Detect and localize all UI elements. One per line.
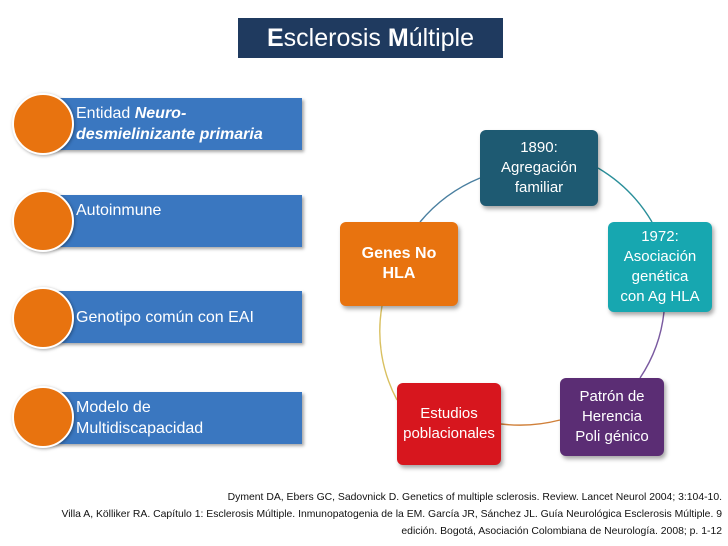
list-bullet-circle-3 — [12, 287, 74, 349]
cycle-node-estudios: Estudios poblacionales — [397, 383, 501, 465]
arc-4-5 — [379, 305, 398, 401]
list-item-entidad-italic2: desmielinizante primaria — [76, 126, 263, 143]
list-item-entidad-italic1: Neuro- — [134, 105, 187, 122]
cycle-node-patron-herencia: Patrón de Herencia Poli génico — [560, 378, 664, 456]
list-item-entidad: Entidad Neuro- desmielinizante primaria — [30, 98, 302, 150]
reference-line-2: Villa A, Kölliker RA. Capítulo 1: Escler… — [61, 509, 723, 520]
list-item-entidad-text: Entidad — [76, 105, 135, 122]
list-bullet-circle-2 — [12, 190, 74, 252]
arc-3-4 — [500, 419, 561, 426]
arc-5-1 — [419, 177, 481, 223]
cycle-node-1972: 1972: Asociación genética con Ag HLA — [608, 222, 712, 312]
cycle-node-genes-no-hla: Genes No HLA — [340, 222, 458, 306]
list-item-autoinmune-text: Autoinmune — [76, 202, 162, 219]
cycle-node-1890: 1890: Agregación familiar — [480, 130, 598, 206]
list-item-modelo-line2: Multidiscapacidad — [76, 420, 204, 437]
list-item-modelo: Modelo de Multidiscapacidad — [30, 392, 302, 444]
reference-line-3: edición. Bogotá, Asociación Colombiana d… — [401, 526, 722, 537]
list-item-genotipo-text: Genotipo común con EAI — [76, 309, 254, 326]
list-item-autoinmune: Autoinmune — [30, 195, 302, 247]
list-item-modelo-line1: Modelo de — [76, 399, 151, 416]
list-bullet-circle-1 — [12, 93, 74, 155]
title-initial-e: E — [266, 24, 284, 52]
title-word2-rest: últiple — [408, 24, 475, 52]
title-word1-rest: sclerosis — [283, 24, 388, 52]
reference-line-1: Dyment DA, Ebers GC, Sadovnick D. Geneti… — [227, 492, 722, 503]
arc-1-2 — [597, 167, 653, 223]
list-item-genotipo: Genotipo común con EAI — [30, 291, 302, 343]
arc-2-3 — [639, 311, 665, 379]
references: Dyment DA, Ebers GC, Sadovnick D. Geneti… — [0, 489, 728, 540]
slide-title: Esclerosis Múltiple — [238, 18, 503, 58]
list-bullet-circle-4 — [12, 386, 74, 448]
title-initial-m: M — [387, 24, 409, 52]
